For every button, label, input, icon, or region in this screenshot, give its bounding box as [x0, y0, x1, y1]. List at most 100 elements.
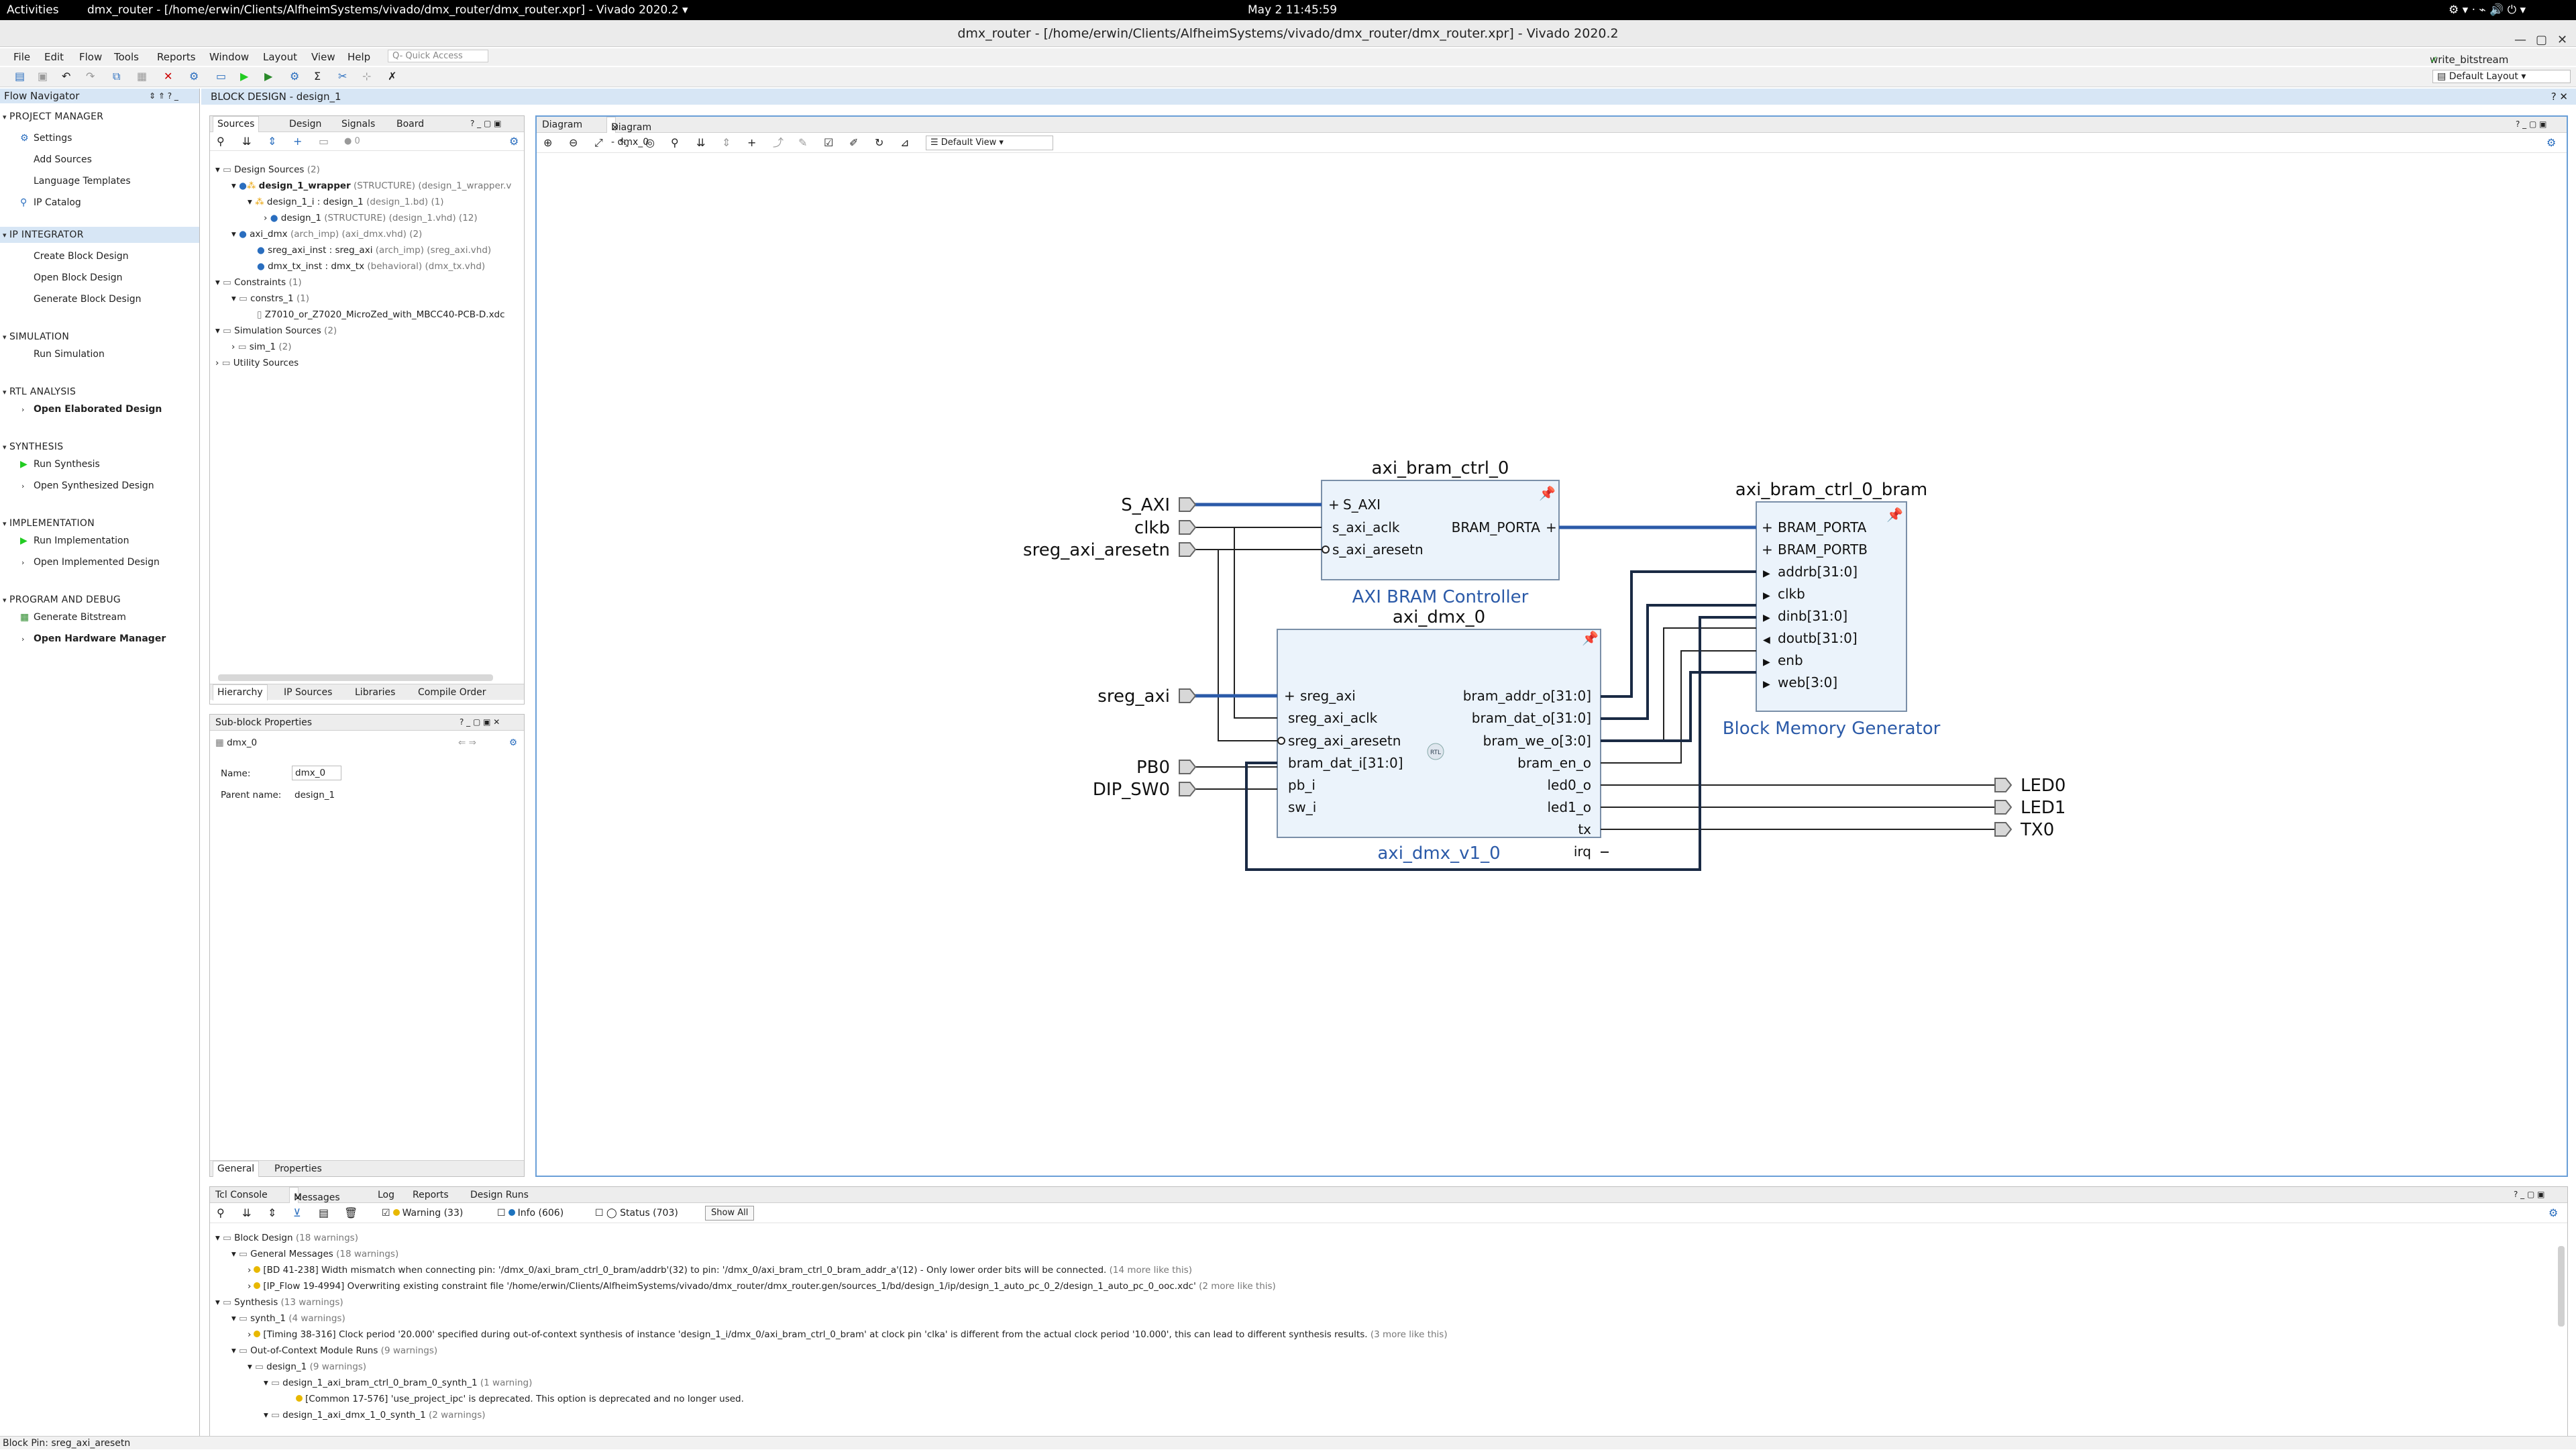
flow-generate-bitstream[interactable]: Generate Bitstream [34, 612, 126, 623]
routing-icon[interactable]: ✐ [849, 136, 859, 149]
axi-dmx-block[interactable] [1277, 629, 1601, 838]
pin-enb[interactable]: enb [1778, 652, 1803, 668]
port-label-sreg-axi[interactable]: sreg_axi [1097, 686, 1170, 707]
tab-compile-order[interactable]: Compile Order [418, 687, 486, 698]
menu-file[interactable]: File [13, 51, 31, 63]
tab-diagram[interactable]: Diagram [542, 119, 583, 130]
layout-select[interactable]: ▤ Default Layout ▾ [2432, 70, 2571, 83]
activities-button[interactable]: Activities [7, 3, 59, 17]
pin-bram-dat-o[interactable]: bram_dat_o[31:0] [1472, 710, 1591, 726]
flow-run-simulation[interactable]: Run Simulation [34, 349, 105, 360]
info-filter[interactable]: ☐Info (606) [497, 1208, 564, 1219]
zoom-in-icon[interactable]: ⊕ [543, 136, 553, 149]
expand-icon[interactable]: ⇕ [722, 136, 731, 149]
port-label-pb0[interactable]: PB0 [1136, 758, 1170, 778]
delete-icon[interactable]: 🗑 [344, 1206, 358, 1219]
flow-open-elaborated-design[interactable]: Open Elaborated Design [34, 404, 162, 415]
pin-bram-addr-o[interactable]: bram_addr_o[31:0] [1463, 688, 1591, 704]
file-icon[interactable]: ▭ [319, 135, 329, 148]
delete-icon[interactable]: ✕ [164, 70, 173, 83]
pin-icon[interactable]: 📌 [1539, 485, 1556, 501]
msg-synth-1[interactable]: ▾ ▭ synth_1 (4 warnings) [231, 1313, 345, 1324]
section-implementation[interactable]: IMPLEMENTATION [9, 518, 95, 529]
close-icon[interactable]: ? ✕ [2551, 91, 2568, 103]
flow-language-templates[interactable]: Language Templates [34, 176, 131, 187]
tab-reports[interactable]: Reports [413, 1190, 449, 1200]
quick-access-input[interactable]: Q- Quick Access [388, 50, 488, 62]
pin-bram-portb[interactable]: BRAM_PORTB [1778, 541, 1868, 558]
regenerate-icon[interactable]: ↻ [875, 136, 884, 149]
view-select[interactable]: ☰ Default View ▾ [926, 136, 1053, 150]
pin-bram-porta[interactable]: BRAM_PORTA [1778, 519, 1867, 535]
pin-clkb[interactable]: clkb [1778, 586, 1805, 602]
sigma-icon[interactable]: Σ [314, 70, 321, 83]
tree-constrs-1[interactable]: ▾ ▭ constrs_1 (1) [231, 293, 310, 304]
paste-icon[interactable]: ▦ [137, 70, 148, 83]
tab-board[interactable]: Board [396, 119, 425, 130]
menu-layout[interactable]: Layout [263, 51, 297, 63]
block-diagram-canvas[interactable]: S_AXI clkb sreg_axi_aresetn sreg_axi PB0… [537, 154, 2567, 1177]
back-icon[interactable]: ⇐ ⇒ [458, 737, 476, 748]
port-label-tx0[interactable]: TX0 [2020, 820, 2054, 840]
panel-controls-icon[interactable]: ? _ ▢ ▣ [2514, 1190, 2545, 1199]
close-tab-icon[interactable]: × [611, 122, 619, 133]
tab-sources[interactable]: Sources [213, 116, 260, 132]
msg-design-1[interactable]: ▾ ▭ design_1 (9 warnings) [248, 1361, 367, 1372]
tab-libraries[interactable]: Libraries [355, 687, 396, 698]
panel-controls-icon[interactable]: ? _ ▢ ▣ ✕ [460, 717, 500, 727]
pin-doutb[interactable]: doutb[31:0] [1778, 630, 1858, 646]
make-external-icon[interactable]: ⤴ [773, 136, 784, 149]
horizontal-scrollbar[interactable] [218, 674, 493, 681]
app-menu[interactable]: dmx_router - [/home/erwin/Clients/Alfhei… [87, 3, 688, 17]
expand-icon[interactable]: › [21, 635, 25, 643]
tree-utility-sources[interactable]: › ▭ Utility Sources [215, 358, 299, 368]
pin-sreg-axi[interactable]: sreg_axi [1300, 688, 1356, 704]
flow-open-implemented-design[interactable]: Open Implemented Design [34, 557, 160, 568]
save-icon[interactable]: ▣ [38, 70, 48, 83]
flow-run-implementation[interactable]: Run Implementation [34, 535, 129, 546]
pin-addrb[interactable]: addrb[31:0] [1778, 564, 1858, 580]
port-label-s-axi[interactable]: S_AXI [1121, 495, 1170, 515]
panel-controls-icon[interactable]: ? _ ▢ ▣ [2516, 119, 2547, 129]
tree-axi-dmx[interactable]: ▾ ● axi_dmx (arch_imp) (axi_dmx.vhd) (2) [231, 229, 423, 240]
tree-design-1[interactable]: › ● design_1 (STRUCTURE) (design_1.vhd) … [264, 213, 478, 223]
pin-bram-en-o[interactable]: bram_en_o [1517, 755, 1591, 771]
gear-icon[interactable]: ⚙ [2546, 136, 2557, 149]
gear-icon[interactable]: ⚙ [509, 737, 518, 748]
msg-general-messages[interactable]: ▾ ▭ General Messages (18 warnings) [231, 1249, 399, 1259]
section-project-manager[interactable]: PROJECT MANAGER [9, 111, 104, 122]
search-icon[interactable]: ⚲ [671, 136, 679, 149]
settings-icon[interactable]: ⚙ [189, 70, 199, 83]
tree-design-sources[interactable]: ▾ ▭ Design Sources (2) [215, 164, 320, 175]
msg-timing-38-316[interactable]: ›[Timing 38-316] Clock period '20.000' s… [248, 1329, 1448, 1340]
close-icon[interactable]: ✕ [2557, 33, 2568, 47]
port-label-led1[interactable]: LED1 [2021, 798, 2065, 818]
tab-log[interactable]: Log [378, 1190, 395, 1200]
pin-tx[interactable]: tx [1578, 821, 1591, 837]
copy-icon[interactable]: ⧉ [113, 70, 121, 83]
pin-led1-o[interactable]: led1_o [1547, 799, 1591, 815]
undo-icon[interactable]: ↶ [62, 70, 71, 83]
gear-icon[interactable]: ⚙ [290, 70, 300, 83]
pin-pb-i[interactable]: pb_i [1288, 777, 1316, 793]
panel-controls-icon[interactable]: ⇕ ⇑ ? _ [149, 91, 178, 101]
flow-open-synthesized-design[interactable]: Open Synthesized Design [34, 480, 154, 491]
properties-icon[interactable]: ✎ [798, 136, 808, 149]
port-label-led0[interactable]: LED0 [2021, 776, 2065, 796]
pin-sw-i[interactable]: sw_i [1288, 799, 1316, 815]
warning-filter[interactable]: ☑Warning (33) [382, 1208, 464, 1219]
report-icon[interactable]: ▭ [216, 70, 227, 83]
bitstream-icon[interactable]: ▶ [264, 70, 273, 83]
redo-icon[interactable]: ↷ [86, 70, 95, 83]
menu-flow[interactable]: Flow [79, 51, 103, 63]
tree-sreg-axi-inst[interactable]: ● sreg_axi_inst : sreg_axi (arch_imp) (s… [257, 245, 492, 256]
show-all-button[interactable]: Show All [705, 1206, 755, 1221]
axi-bram-ctrl-block[interactable] [1321, 480, 1560, 580]
close-tab-icon[interactable]: × [294, 1192, 302, 1203]
fit-selection-icon[interactable]: ⤡ [620, 136, 629, 149]
port-label-clkb[interactable]: clkb [1134, 518, 1170, 538]
flow-settings[interactable]: Settings [34, 133, 72, 144]
zoom-fit-icon[interactable]: ⤢ [594, 136, 603, 149]
section-synthesis[interactable]: SYNTHESIS [9, 442, 64, 452]
msg-bram-synth-1[interactable]: ▾ ▭ design_1_axi_bram_ctrl_0_bram_0_synt… [264, 1378, 533, 1388]
